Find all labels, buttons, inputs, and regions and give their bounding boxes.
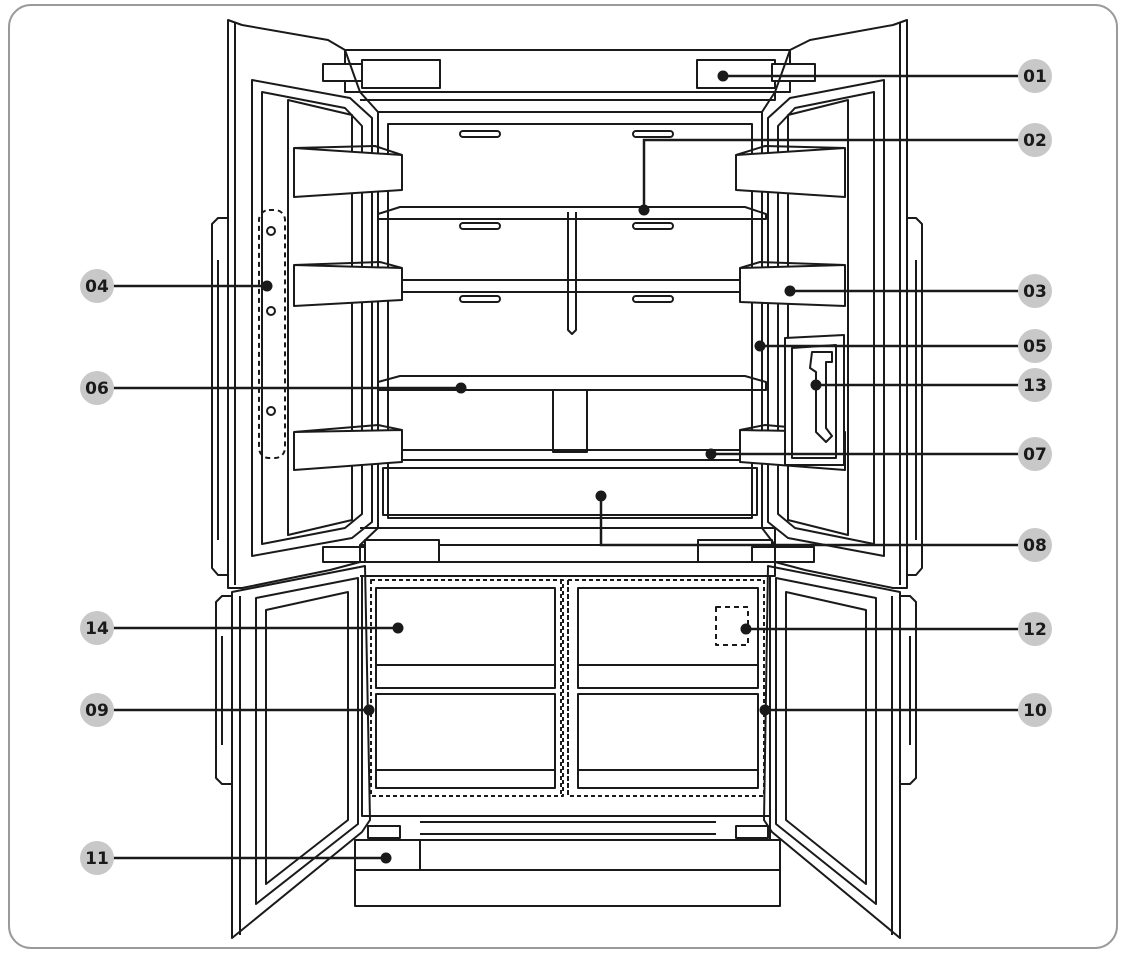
dot-04 [261, 280, 273, 292]
control-panel-outline [258, 209, 286, 459]
callout-03: 03 [1018, 274, 1052, 308]
callout-14: 14 [80, 611, 114, 645]
callout-label-13: 13 [1023, 376, 1047, 396]
dot-06 [455, 382, 467, 394]
right-lower-door [763, 565, 917, 939]
dot-07 [705, 448, 717, 460]
dot-12 [740, 623, 752, 635]
callout-badges: 01 02 03 04 05 06 07 08 [80, 59, 1052, 875]
callout-label-04: 04 [85, 277, 109, 297]
callout-label-01: 01 [1023, 67, 1047, 87]
dot-01 [717, 70, 729, 82]
callout-13: 13 [1018, 368, 1052, 402]
callout-label-05: 05 [1023, 337, 1047, 357]
dot-05 [754, 340, 766, 352]
callout-02: 02 [1018, 123, 1052, 157]
ice-maker-outline [715, 606, 749, 646]
leader-02 [642, 138, 1018, 210]
dot-14 [392, 622, 404, 634]
callout-12: 12 [1018, 612, 1052, 646]
left-lower-door [215, 565, 371, 939]
leader-08 [599, 496, 1018, 547]
callout-label-03: 03 [1023, 282, 1047, 302]
dot-02 [638, 204, 650, 216]
callout-06: 06 [80, 371, 114, 405]
dot-11 [380, 852, 392, 864]
callout-07: 07 [1018, 437, 1052, 471]
dot-13 [810, 379, 822, 391]
outer-border [8, 4, 1118, 949]
dot-03 [784, 285, 796, 297]
callout-08: 08 [1018, 528, 1052, 562]
callout-01: 01 [1018, 59, 1052, 93]
cabinet-lower [354, 575, 781, 907]
callout-label-09: 09 [85, 701, 109, 721]
fridge-drawing [211, 19, 923, 939]
callout-04: 04 [80, 269, 114, 303]
callout-dots [261, 70, 822, 864]
callout-label-14: 14 [85, 619, 109, 639]
callout-label-02: 02 [1023, 131, 1047, 151]
callout-label-12: 12 [1023, 620, 1047, 640]
callout-10: 10 [1018, 693, 1052, 727]
dot-10 [759, 704, 771, 716]
dot-08 [595, 490, 607, 502]
left-upper-door [211, 19, 403, 589]
dot-09 [363, 704, 375, 716]
callout-label-08: 08 [1023, 536, 1047, 556]
callout-label-06: 06 [85, 379, 109, 399]
callout-09: 09 [80, 693, 114, 727]
leader-lines [112, 74, 1018, 860]
cabinet-upper [322, 49, 816, 577]
callout-label-07: 07 [1023, 445, 1047, 465]
callout-label-10: 10 [1023, 701, 1047, 721]
callout-label-11: 11 [85, 849, 109, 869]
callout-05: 05 [1018, 329, 1052, 363]
right-upper-door [735, 19, 923, 589]
callout-11: 11 [80, 841, 114, 875]
